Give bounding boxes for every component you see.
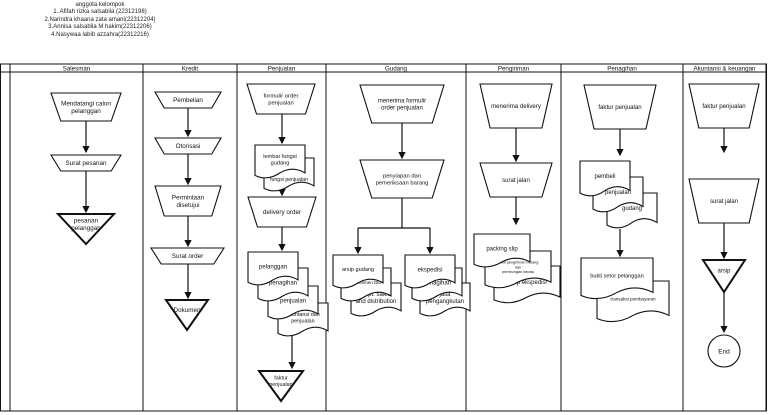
penagihan-pembeli-doc: pembeli [579,160,631,197]
pengiriman-surat-jalan-node: surat jalan [479,162,553,198]
node-label: pembeli [594,174,615,180]
node-label: surat jalan [502,178,530,184]
arsip-file-node: arsip [701,259,747,294]
node-label: penagihan [423,280,451,286]
node-label: pesanan [74,217,99,224]
node-label: penjualan [268,101,294,107]
node-label: penagihan [269,280,297,286]
node-label: Mendatangi calon [61,100,111,107]
node-label: penyiapan dan [383,174,421,180]
arsip-gudang-doc: arsip gudang [332,254,384,289]
node-label: Dokumen [174,307,201,314]
node-label: delivery order [263,209,301,216]
node-label: pelanggan [71,225,101,232]
node-label: penjualan [291,318,314,324]
node-label: pengangkutan [426,299,464,305]
node-label: arsip [717,269,731,275]
node-label: End [718,348,730,355]
akuntansi-surat-jalan-node: surat jalan [688,178,760,224]
member-2: 2.Narindra khaana zata amani(22312204) [44,16,156,23]
node-label: Permintaan [172,194,205,201]
pembelian-node: Pembelian [154,91,222,109]
node-label: departemen DEP [349,280,384,285]
node-label: and distribution [356,299,397,305]
lane-title: Kredit [182,66,198,73]
node-label: akuntansi dan [286,312,320,318]
node-label: fungsi penjualan [270,177,308,183]
node-label: Pembelian [173,97,203,104]
lane-title: Penjualan [268,66,296,73]
penagihan-faktur-penjualan-node: faktur penjualan [583,84,657,130]
node-label: transaksi pembayaran [610,296,656,301]
node-label: dept. sales [361,292,390,298]
node-label: pelanggan [259,264,287,270]
surat-pesanan-node: Surat pesanan [50,154,122,172]
node-label: menerima delivery [491,103,542,110]
group-title: anggota kelompok [75,2,125,8]
node-label: faktur penjualan [702,103,745,110]
akuntansi-faktur-penjualan-node: faktur penjualan [688,83,760,129]
delivery-order-node: delivery order [247,196,317,228]
node-label: arsip gudang [342,267,374,273]
node-label: lembar fungsi [263,154,297,160]
node-label: pelanggan [71,108,101,115]
node-label: gudang [271,161,290,167]
lane-title: Penagihan [607,66,637,73]
lane-title: Salesman [63,66,91,73]
node-label: bukti setor pelanggan [590,274,644,280]
node-label: faktur [274,376,288,382]
surat-order-node: Surat order [149,247,226,265]
node-label: jasa [438,292,451,298]
lane-title: Akuntansi & keuangan [694,66,756,73]
dokumen-file-node: Dokumen [164,299,210,332]
member-4: 4.Nasywaa labib azzahra(22312216) [51,31,149,38]
node-label: formulir order [263,94,298,100]
node-label: penjualan [280,298,306,304]
node-label: penjualan [605,190,631,196]
ekspedisi-doc: ekspedisi [404,254,456,289]
node-label: arsip ekspedisi [507,280,547,286]
copy-pelanggan-doc: pelanggan [247,251,299,286]
otorisasi-node: Otorisasi [154,137,222,155]
node-label: Surat order [172,253,204,260]
node-label: surat jalan [710,198,738,205]
packing-slip-doc: packing slip [473,233,531,268]
lane-title: Gudang [385,66,408,73]
node-label: packing slip [486,246,518,252]
bukti-setor-pelanggan-doc: bukti setor pelanggan [580,257,654,300]
node-label: pembungan kerata [502,270,535,274]
node-label: gudang [622,206,642,212]
node-label: disetujui [176,202,199,209]
member-1: 1. Afifah rizka salsabila (22312198) [53,9,147,16]
node-label: penjualan [269,382,292,388]
node-label: faktur penjualan [598,104,641,111]
node-label: Surat pesanan [66,160,107,167]
node-label: dan [515,265,521,269]
menerima-delivery-node: menerima delivery [479,83,553,129]
lane-title: Pengiriman [498,66,530,73]
node-label: bukti pengiriman barang [498,261,539,265]
group-members-note: anggota kelompok 1. Afifah rizka salsabi… [0,2,200,39]
node-label: order penjualan [381,106,423,112]
node-label: ekspedisi [417,267,442,273]
end-terminator-node: End [707,334,741,368]
node-label: pemeriksaan barang [376,181,429,187]
node-label: menerima formulir [378,99,426,105]
node-label: Otorisasi [176,143,201,150]
member-3: 3.Annisa salsabila M hakim(22312206) [48,24,152,31]
